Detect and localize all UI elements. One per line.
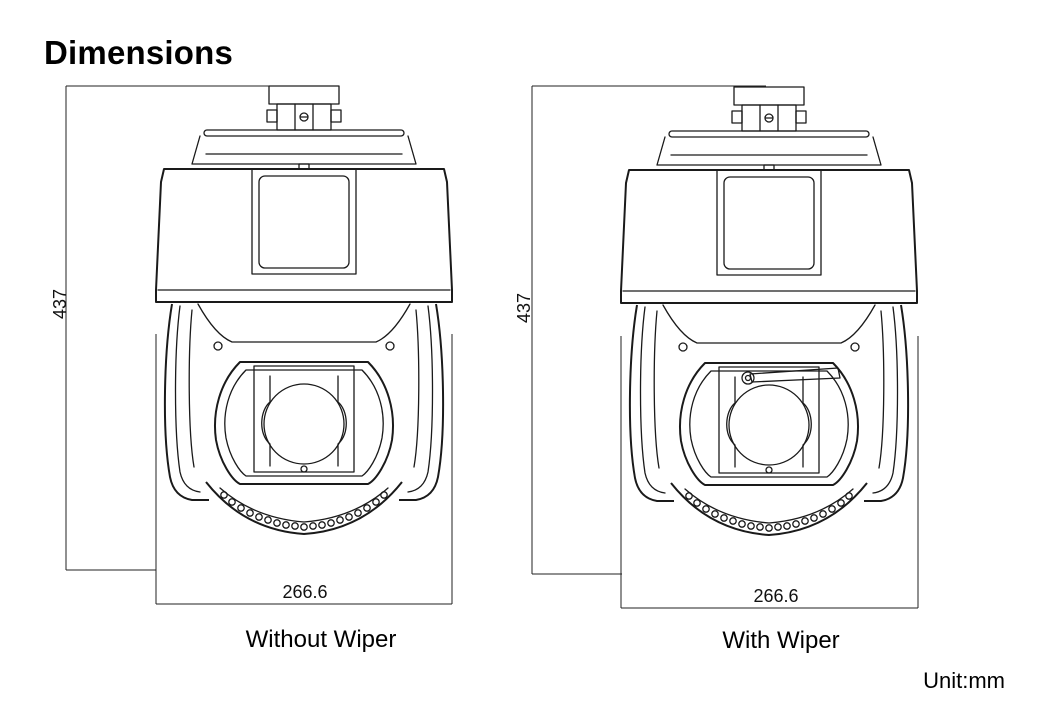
camera-drawing xyxy=(620,86,918,536)
view-caption-without-wiper: Without Wiper xyxy=(246,626,397,653)
unit-label: Unit:mm xyxy=(923,668,1005,693)
width-dimension-label: 266.6 xyxy=(753,586,798,606)
view-caption-with-wiper: With Wiper xyxy=(722,627,839,654)
height-dimension-label: 437 xyxy=(514,293,534,323)
width-dimension-label: 266.6 xyxy=(282,582,327,602)
ir-led-ring xyxy=(220,491,388,531)
height-dimension-label: 437 xyxy=(50,289,70,319)
view-with-wiper: 437 266.6 With Wiper xyxy=(514,85,919,654)
camera-drawing xyxy=(155,85,453,535)
page-title: Dimensions xyxy=(44,34,234,71)
view-without-wiper: 437 266.6 Without Wiper xyxy=(50,85,453,653)
ir-led-ring xyxy=(685,492,853,532)
